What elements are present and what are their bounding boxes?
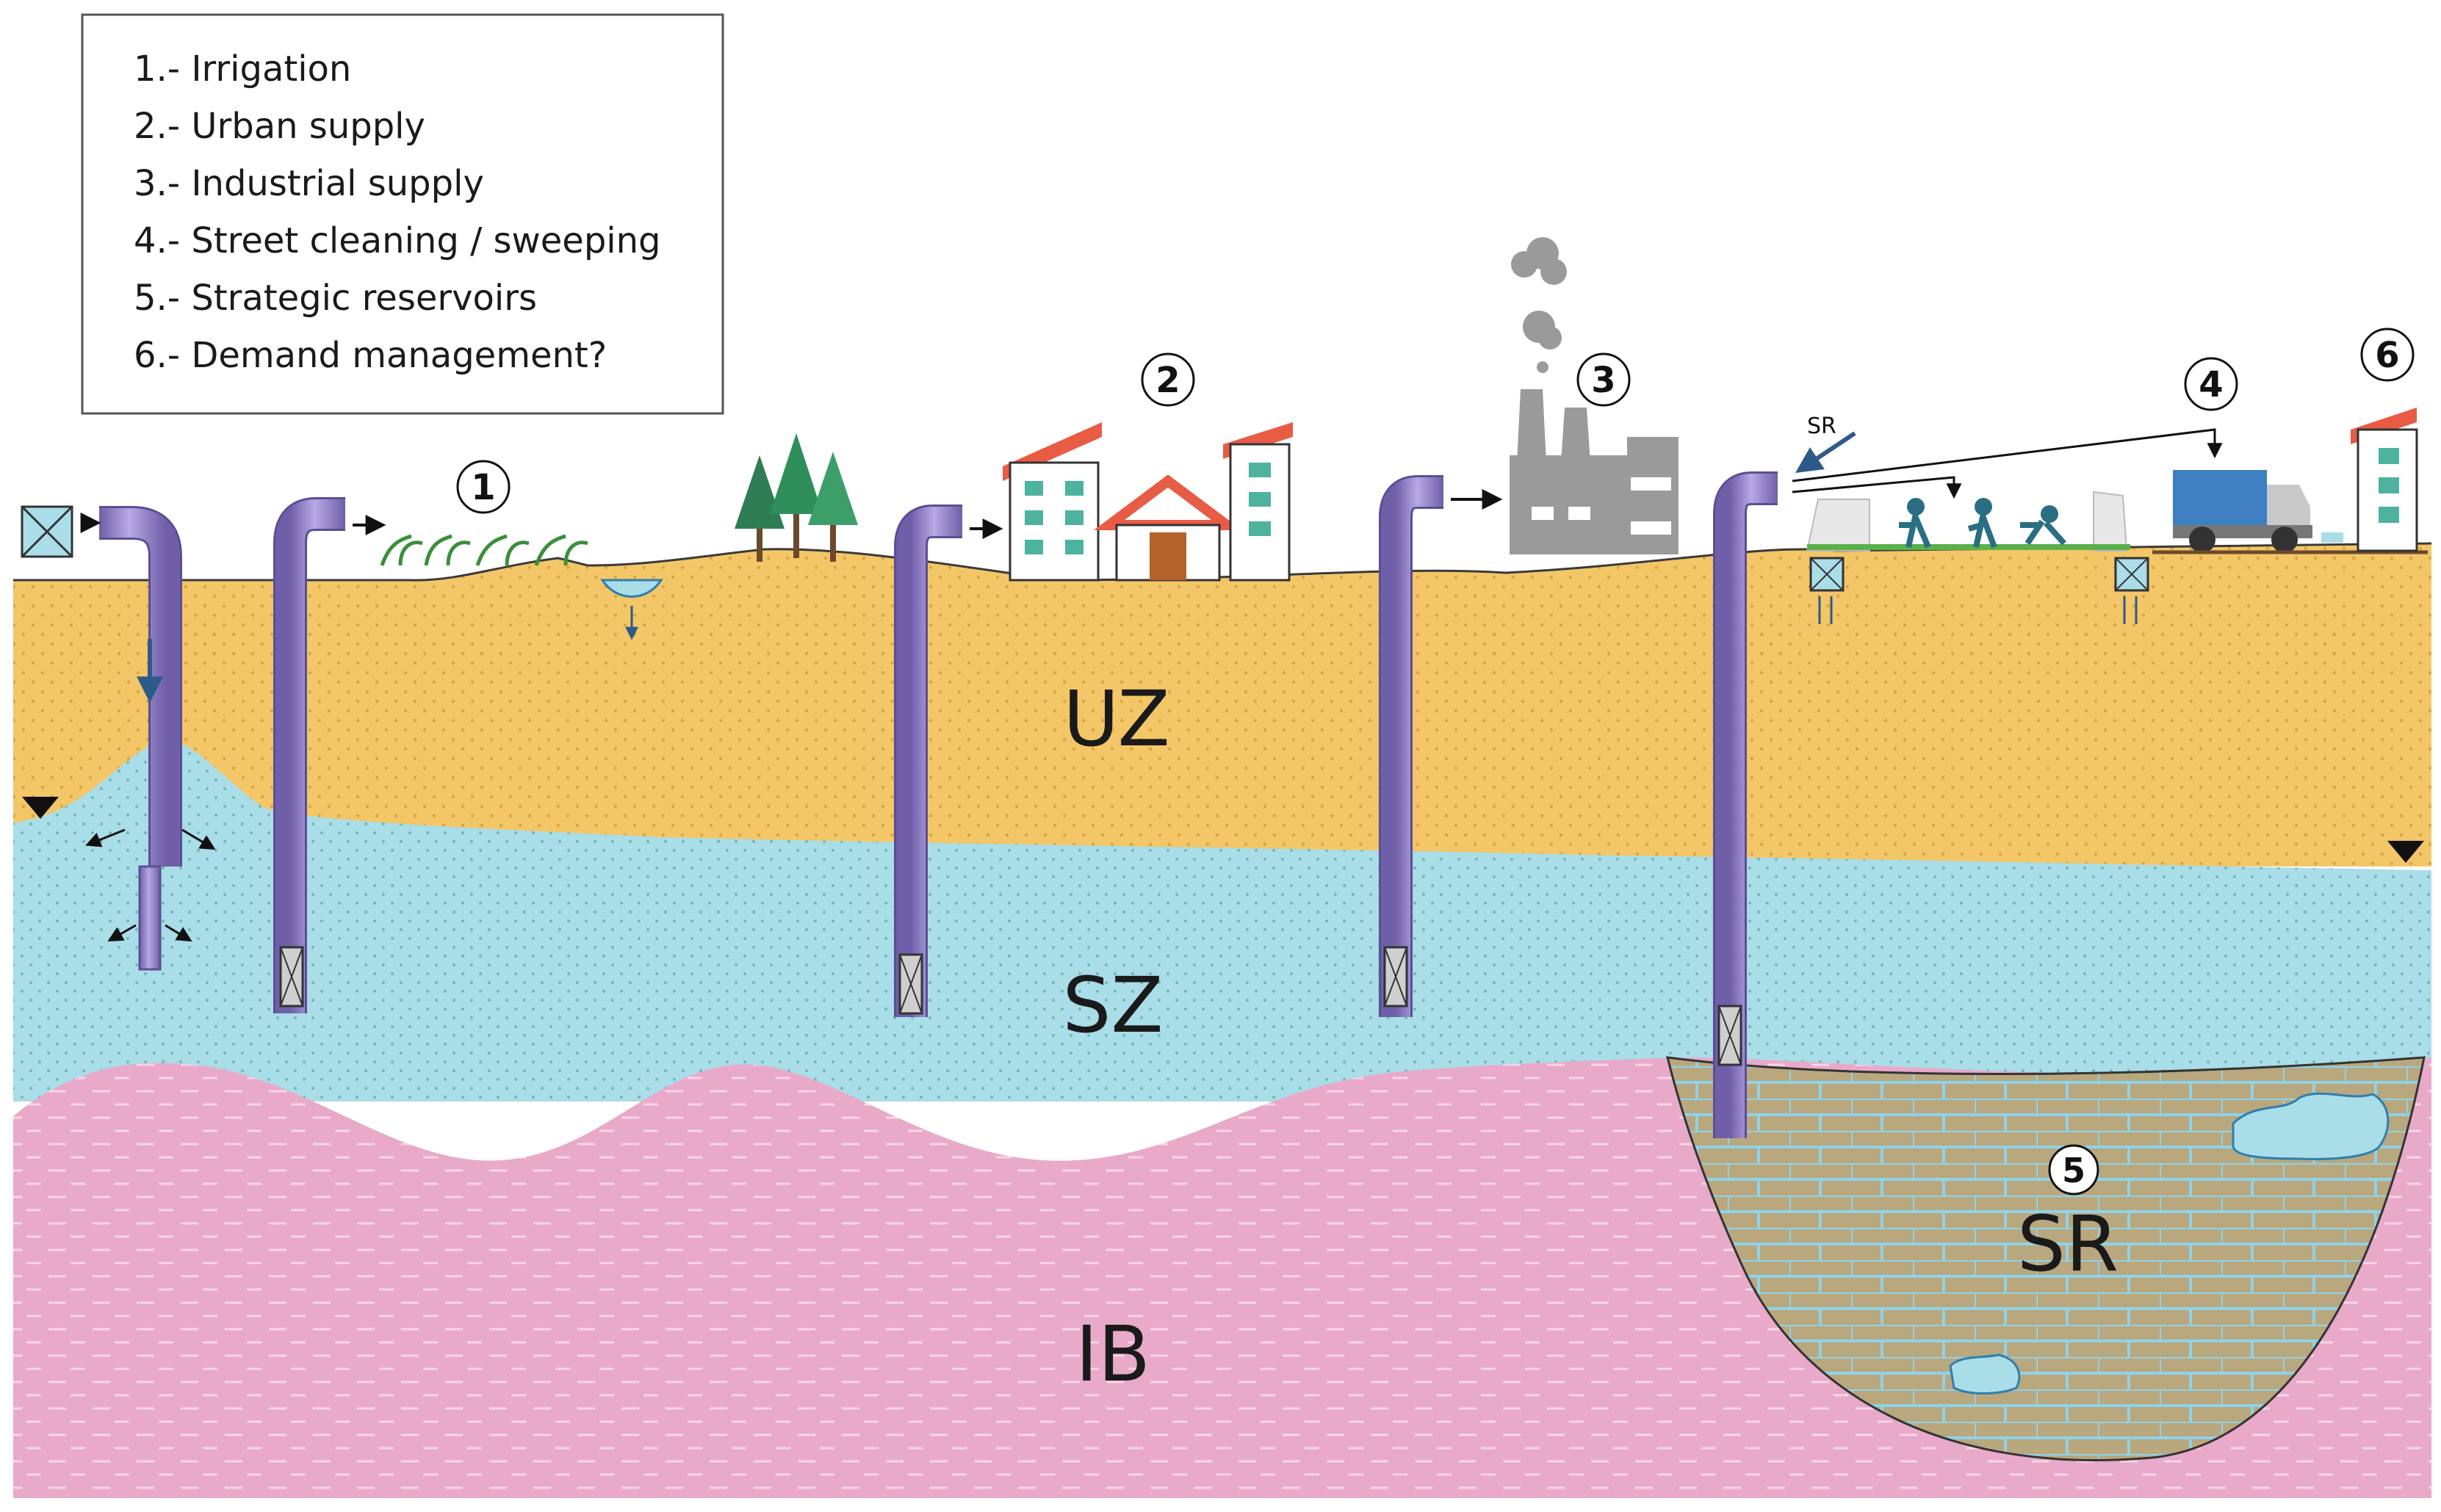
marker-2: 2 <box>1155 360 1180 401</box>
legend-item-4: 4.- Street cleaning / sweeping <box>134 220 661 261</box>
legend-item-1: 1.- Irrigation <box>134 48 351 90</box>
water-table-marker-left <box>22 797 59 819</box>
street-cleaning-well: SR <box>1713 413 2223 1138</box>
strategic-reservoir <box>1666 1056 2426 1461</box>
legend-item-3: 3.- Industrial supply <box>134 163 484 204</box>
legend-item-6: 6.- Demand management? <box>134 335 607 376</box>
number-markers: 1 2 3 4 5 6 <box>456 328 2415 1196</box>
zone-label-ib: IB <box>1075 1309 1150 1399</box>
ground-layers <box>13 542 2432 1498</box>
zone-label-sr: SR <box>2017 1199 2119 1289</box>
zone-label-sz: SZ <box>1062 961 1163 1050</box>
industrial-supply-well <box>1379 475 1503 1017</box>
marker-5: 5 <box>2062 1151 2085 1190</box>
recharge-well <box>21 505 216 971</box>
unsaturated-zone <box>13 543 2431 867</box>
saturated-zone <box>13 740 2431 1102</box>
sr-arrow-label: SR <box>1807 413 1836 439</box>
legend-item-5: 5.- Strategic reservoirs <box>134 278 537 319</box>
cavity-upper <box>2232 1092 2390 1160</box>
marker-3: 3 <box>1591 360 1615 401</box>
trees <box>735 433 858 562</box>
sports-field <box>1806 491 2149 624</box>
urban-supply-well <box>894 504 1003 1017</box>
marker-1: 1 <box>471 467 495 508</box>
zone-label-uz: UZ <box>1063 674 1170 764</box>
marker-6: 6 <box>2375 335 2399 376</box>
water-table-marker-right <box>2387 841 2424 863</box>
wells: SR <box>21 413 2223 1138</box>
factory <box>1510 237 1679 554</box>
urban-buildings <box>1003 422 1293 582</box>
demand-building <box>2351 408 2418 552</box>
legend-box: 1.- Irrigation 2.- Urban supply 3.- Indu… <box>81 13 724 415</box>
surface-elements <box>380 237 2428 624</box>
crops <box>380 534 588 566</box>
cleaning-truck <box>2152 470 2428 554</box>
cavity-lower <box>1949 1353 2021 1395</box>
infiltration-pond <box>600 579 663 598</box>
legend-item-2: 2.- Urban supply <box>134 106 425 147</box>
irrigation-well <box>273 497 386 1013</box>
marker-4: 4 <box>2199 364 2223 405</box>
